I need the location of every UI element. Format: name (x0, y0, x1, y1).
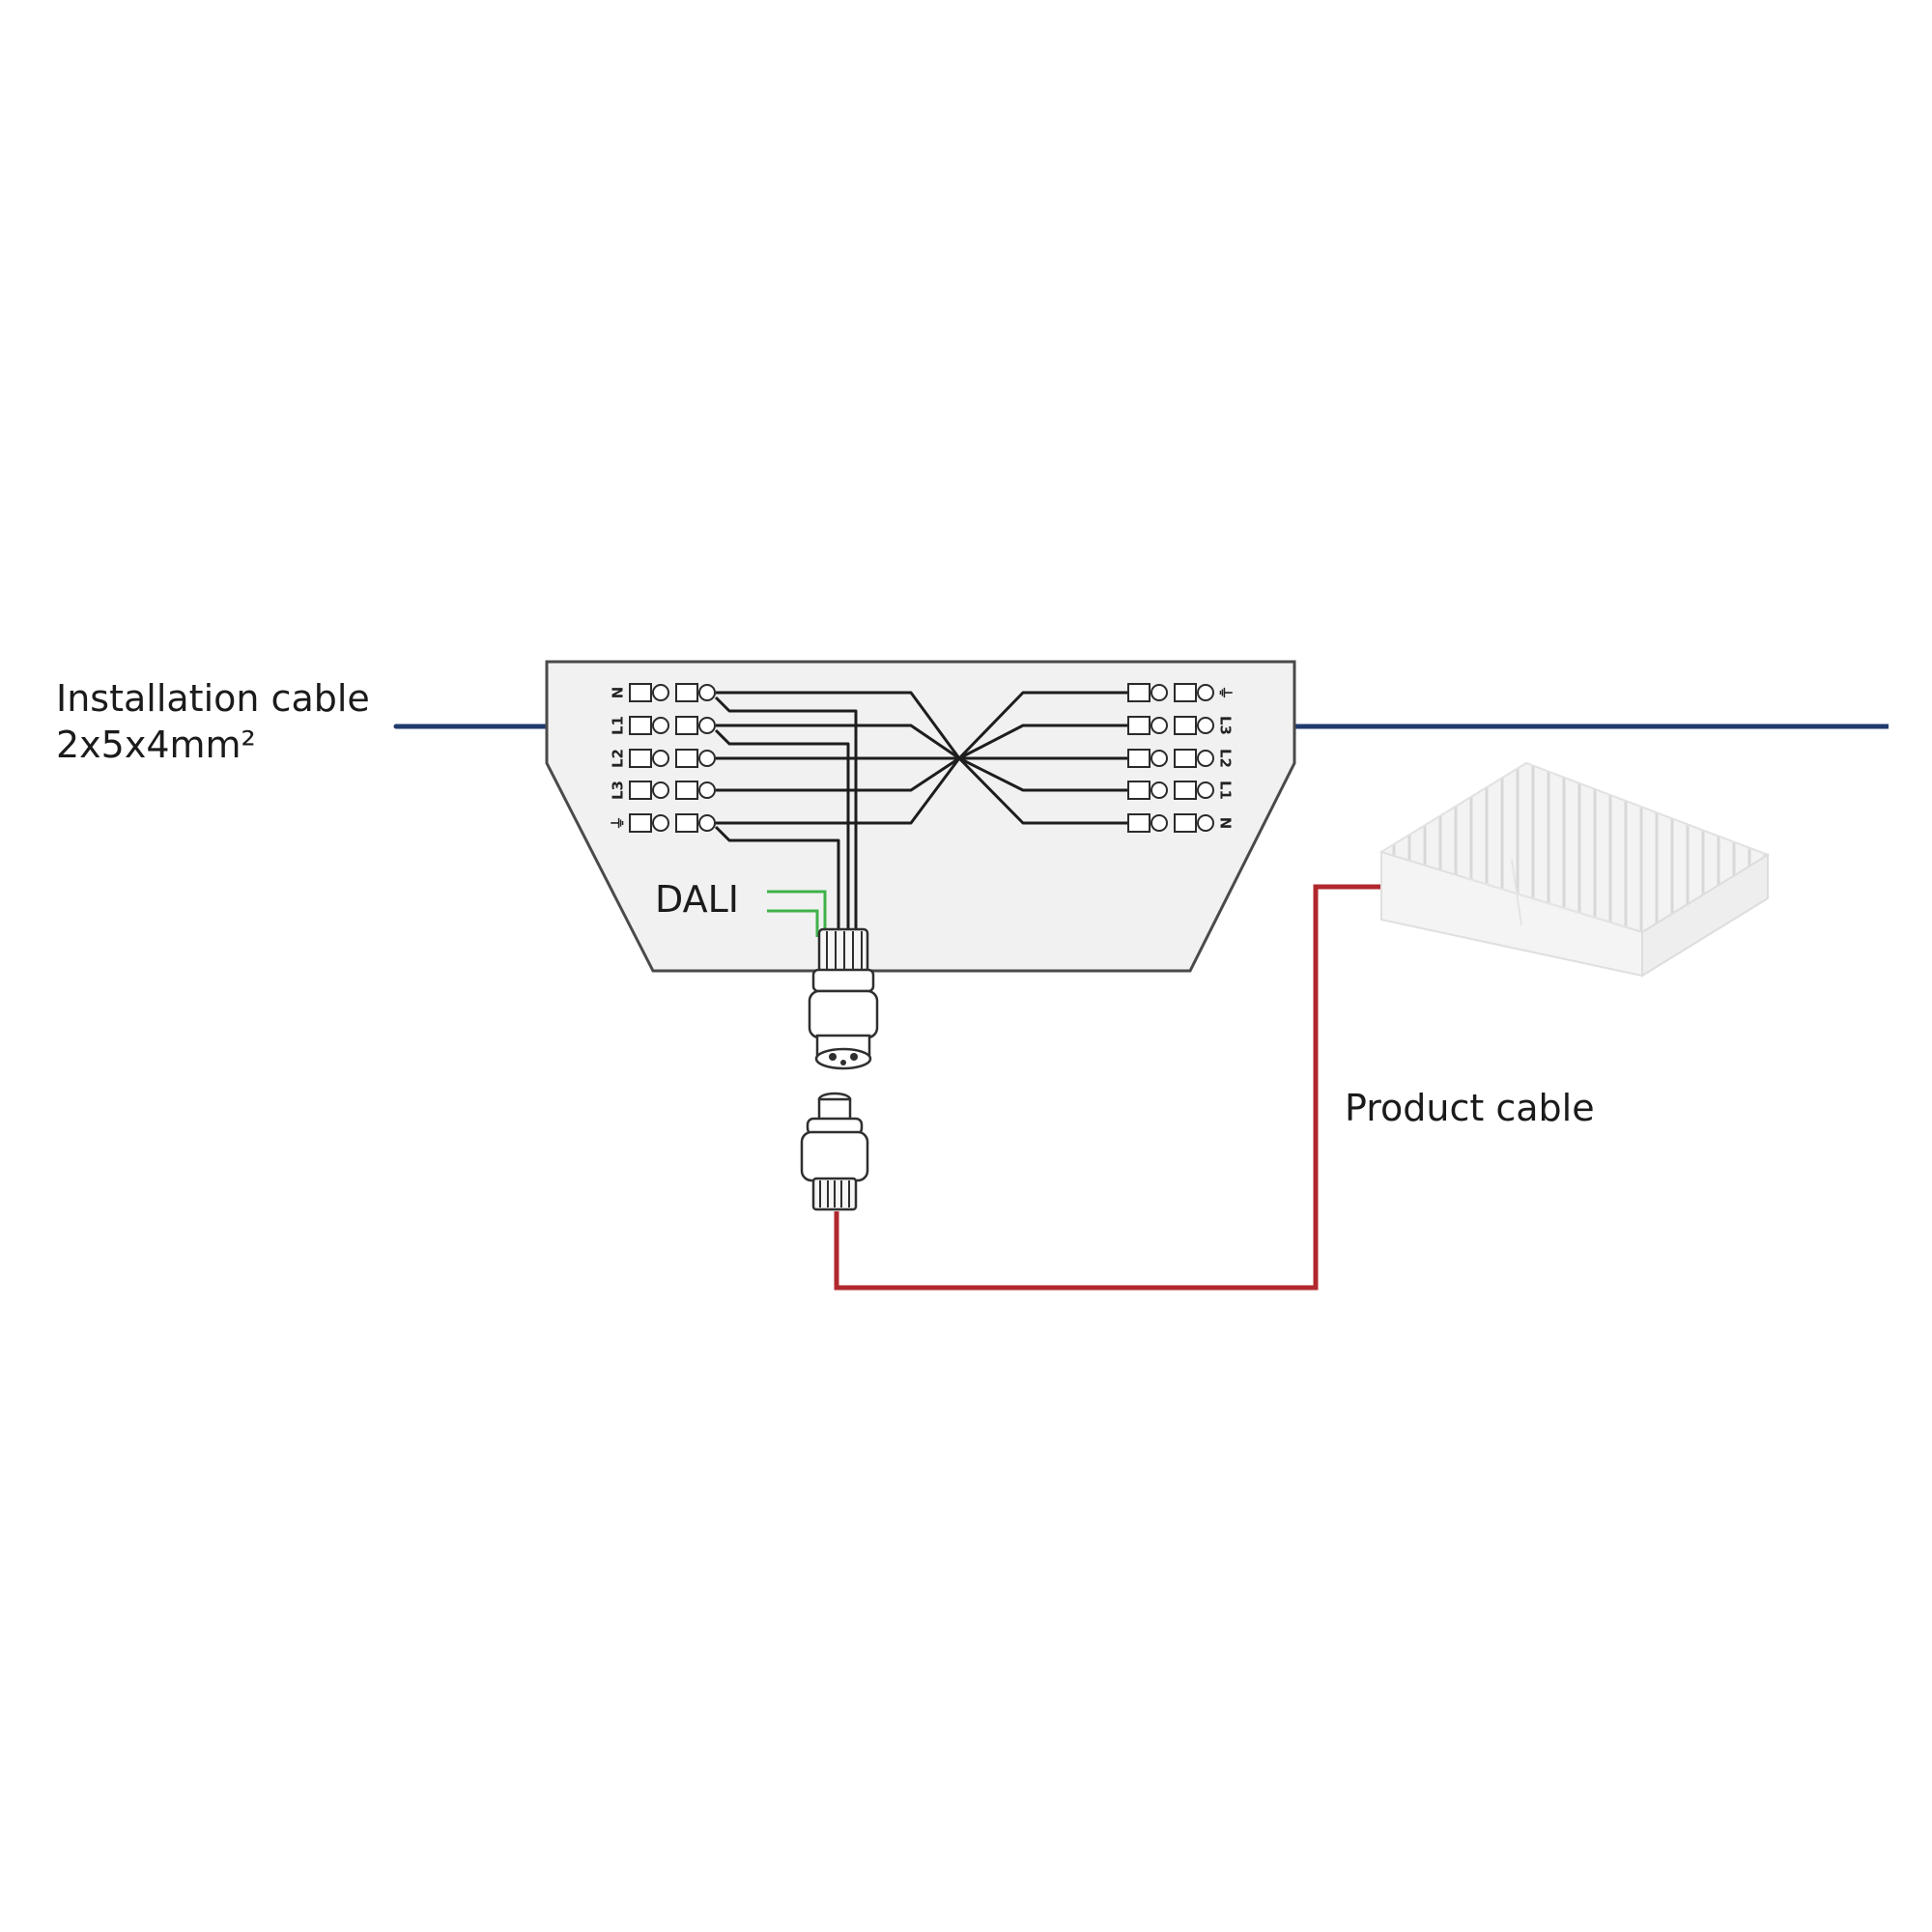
terminal-left-5 (629, 813, 716, 833)
product-cable (834, 884, 1391, 1291)
terminal-block-left: N L1 L2 L3 ⏚ (610, 683, 716, 833)
tap-wire-n (714, 696, 858, 939)
tap-wire-pe (714, 825, 840, 939)
terminal-label-left-4: L3 (610, 781, 627, 800)
plug-connector-icon (800, 1092, 869, 1211)
dali-wire-2 (767, 909, 819, 937)
earth-ground-icon: ⏚ (610, 815, 627, 830)
terminal-label-right-4: L1 (1217, 781, 1235, 800)
junction-box (545, 660, 1296, 973)
terminal-label-left-2: L1 (610, 716, 627, 735)
terminal-label-right-2: L3 (1217, 716, 1235, 735)
earth-ground-icon: ⏚ (1217, 685, 1235, 699)
terminal-left-1 (629, 683, 716, 702)
terminal-block-right: ⏚ L3 L2 L1 N (1127, 683, 1235, 833)
installation-cable-label: Installation cable (56, 677, 370, 720)
plug-connector-icon (808, 927, 879, 1070)
luminaire-icon (1378, 761, 1771, 978)
dali-label: DALI (655, 878, 739, 921)
terminal-right-5 (1127, 813, 1214, 833)
terminal-label-right-5: N (1217, 817, 1235, 830)
terminal-left-4 (629, 781, 716, 800)
product-cable-label: Product cable (1345, 1087, 1595, 1129)
terminal-right-1 (1127, 683, 1214, 702)
internal-wires (716, 691, 1127, 825)
dali-wires (767, 890, 827, 937)
terminal-label-right-3: L2 (1217, 749, 1235, 768)
tap-wire-l1 (714, 728, 850, 939)
terminal-left-3 (629, 749, 716, 768)
tap-wires (714, 696, 858, 939)
installation-cable-spec: 2x5x4mm² (56, 724, 256, 766)
terminal-right-3 (1127, 749, 1214, 768)
terminal-right-4 (1127, 781, 1214, 800)
wire-pe (716, 691, 1127, 825)
terminal-label-left-1: N (610, 687, 627, 699)
terminal-left-2 (629, 716, 716, 735)
dali-wire-1 (767, 890, 827, 937)
terminal-right-2 (1127, 716, 1214, 735)
terminal-label-left-3: L2 (610, 749, 627, 768)
